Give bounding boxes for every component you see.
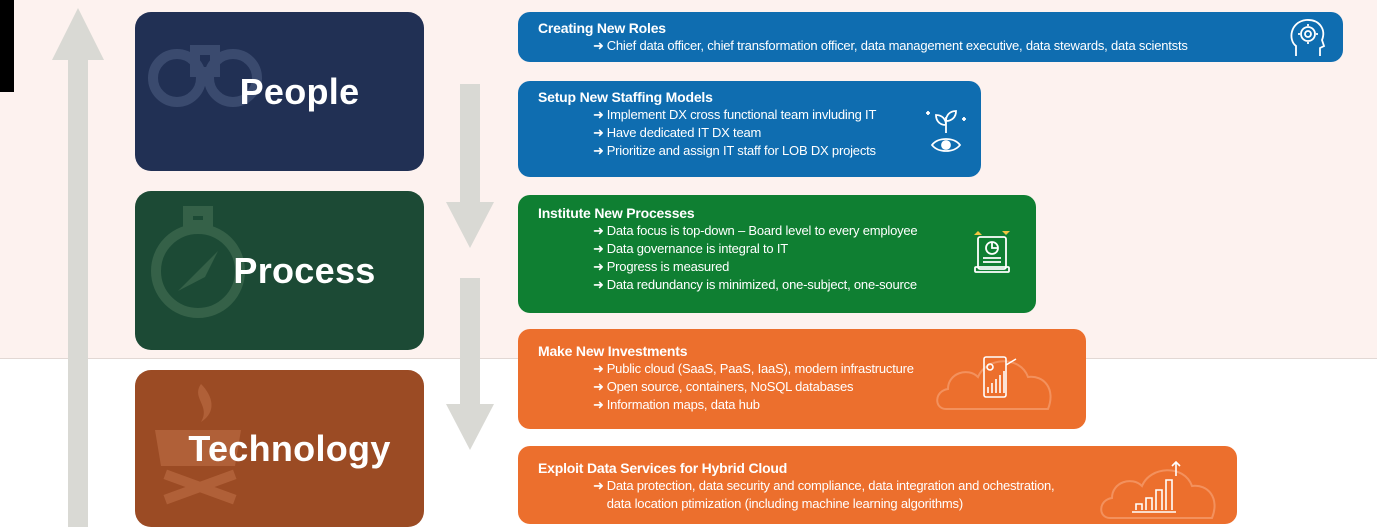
card-item: ➜Data governance is integral to IT <box>593 241 788 256</box>
card-item: ➜Data focus is top-down – Board level to… <box>593 223 918 238</box>
card-setup-new-staffing-models: Setup New Staffing Models ➜Implement DX … <box>518 81 981 177</box>
down-arrow-icon <box>446 84 494 248</box>
pillar-process: Process <box>135 191 424 350</box>
growth-vision-icon <box>926 110 966 152</box>
bar-growth-icon <box>1100 460 1216 519</box>
pillar-label: People <box>239 70 360 112</box>
cloud-device-icon <box>936 356 1052 410</box>
card-exploit-data-services: Exploit Data Services for Hybrid Cloud ➜… <box>518 446 1237 524</box>
card-item: ➜Prioritize and assign IT staff for LOB … <box>593 143 876 158</box>
card-make-new-investments: Make New Investments ➜Public cloud (SaaS… <box>518 329 1086 429</box>
pillar-people: People <box>135 12 424 171</box>
card-creating-new-roles: Creating New Roles ➜Chief data officer, … <box>518 12 1343 62</box>
compass-icon <box>151 206 245 318</box>
card-item: ➜Data protection, data security and comp… <box>593 478 1055 493</box>
card-item: ➜Have dedicated IT DX team <box>593 125 762 140</box>
card-item: ➜Data redundancy is minimized, one-subje… <box>593 277 917 292</box>
campfire-icon <box>155 384 241 505</box>
card-item: ➜Public cloud (SaaS, PaaS, IaaS), modern… <box>593 361 914 376</box>
card-title: Exploit Data Services for Hybrid Cloud <box>538 460 788 476</box>
card-title: Institute New Processes <box>538 205 695 221</box>
card-item: ➜Chief data officer, chief transformatio… <box>593 38 1188 53</box>
binoculars-icon <box>148 45 262 107</box>
corner-block <box>0 0 14 92</box>
pillar-technology: Technology <box>135 370 424 527</box>
card-item: ➜Open source, containers, NoSQL database… <box>593 379 854 394</box>
upward-arrow-icon <box>52 8 104 527</box>
card-item: ➜Progress is measured <box>593 259 730 274</box>
head-gear-icon <box>1290 19 1326 56</box>
card-institute-new-processes: Institute New Processes ➜Data focus is t… <box>518 195 1036 313</box>
card-item: ➜data location ptimization (including ma… <box>606 496 963 511</box>
card-item: ➜Implement DX cross functional team invl… <box>593 107 877 122</box>
card-title: Make New Investments <box>538 343 688 359</box>
card-item: ➜Information maps, data hub <box>593 397 760 412</box>
pillar-label: Technology <box>188 427 391 469</box>
report-icon <box>974 231 1010 273</box>
card-title: Setup New Staffing Models <box>538 89 713 105</box>
pillar-label: Process <box>233 249 376 291</box>
card-title: Creating New Roles <box>538 20 666 36</box>
down-arrow-icon <box>446 278 494 450</box>
